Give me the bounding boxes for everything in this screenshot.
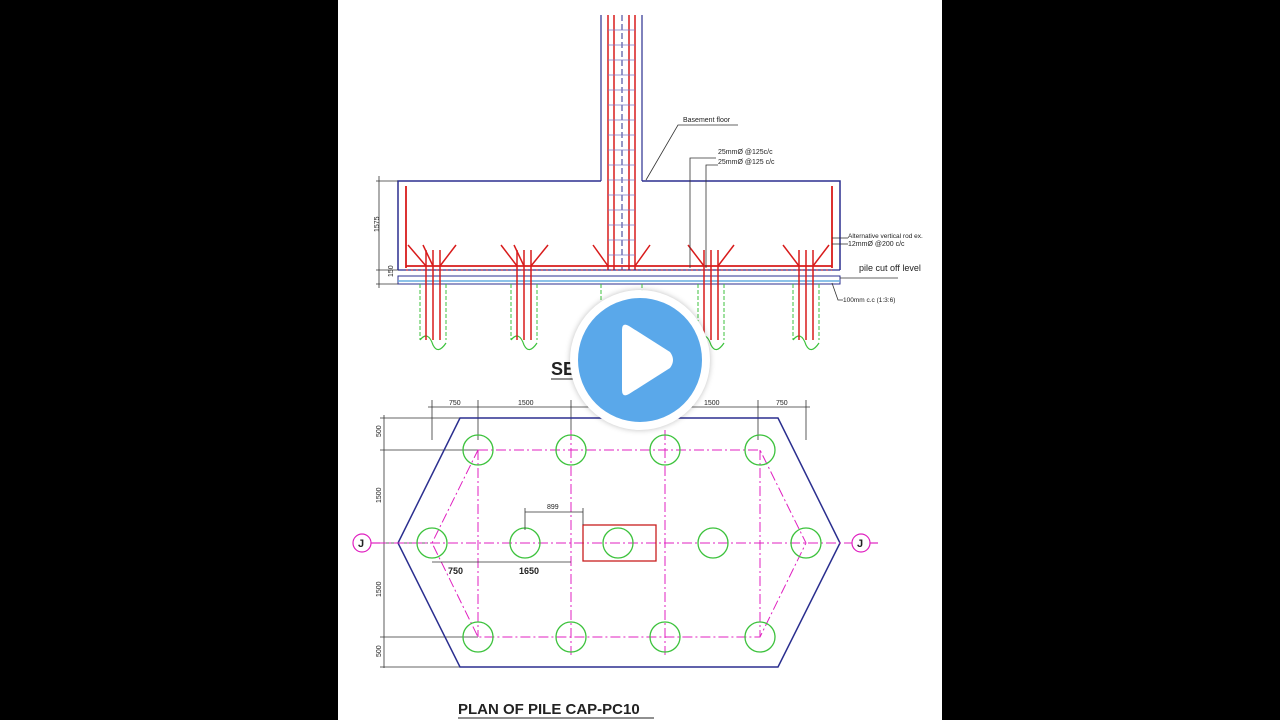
dim-bottom-mid: 1650 bbox=[519, 566, 539, 576]
dim-top-3: 1500 bbox=[704, 400, 720, 407]
pile-section-1 bbox=[407, 244, 457, 351]
dim-base: 150 bbox=[388, 265, 395, 277]
label-alt-vertical: Alternative vertical rod ex. bbox=[848, 233, 923, 240]
label-rebar-top-2: 25mmØ @125 c/c bbox=[718, 159, 775, 166]
dim-top-2: 1500 bbox=[518, 400, 534, 407]
section-marker-left bbox=[352, 533, 380, 553]
pile-section-2 bbox=[500, 244, 549, 351]
pile-section-3 bbox=[592, 244, 651, 300]
label-rebar-side: 12mmØ @200 c/c bbox=[848, 241, 905, 248]
dim-top-4: 750 bbox=[776, 400, 788, 407]
dim-left-1: 500 bbox=[376, 425, 383, 437]
section-marker-right-label: J bbox=[857, 538, 863, 550]
dim-depth: 1575 bbox=[374, 216, 381, 232]
column-plan bbox=[582, 524, 657, 562]
dim-left-2: 1500 bbox=[376, 487, 383, 503]
dim-offset-line bbox=[524, 508, 584, 530]
dim-offset: 899 bbox=[547, 504, 559, 511]
section-dimensions bbox=[376, 176, 398, 288]
label-pile-cut-off: pile cut off level bbox=[859, 263, 921, 273]
pile-cap-section bbox=[397, 180, 841, 285]
play-icon bbox=[622, 324, 673, 396]
column-ties bbox=[608, 29, 635, 256]
play-button[interactable] bbox=[570, 290, 710, 430]
leaders bbox=[645, 124, 898, 301]
section-title: SE bbox=[551, 359, 575, 379]
dim-top-1: 750 bbox=[449, 400, 461, 407]
label-basement-floor: Basement floor bbox=[683, 117, 731, 124]
dim-bottom-left: 750 bbox=[448, 566, 463, 576]
cad-drawing: 1575 150 Basement floor 25mmØ @125c/c 25… bbox=[352, 15, 923, 719]
plan-title: PLAN OF PILE CAP-PC10 bbox=[458, 701, 640, 718]
section-marker-right bbox=[851, 533, 878, 553]
section-marker-left-label: J bbox=[358, 538, 364, 550]
drawing-sheet: 1575 150 Basement floor 25mmØ @125c/c 25… bbox=[338, 0, 942, 720]
dim-left-3: 1500 bbox=[376, 581, 383, 597]
piles-plan bbox=[416, 434, 822, 653]
pile-section-4 bbox=[687, 244, 735, 351]
pile-section-5 bbox=[782, 244, 830, 351]
label-pcc: 100mm c.c (1:3:6) bbox=[843, 297, 895, 304]
label-rebar-top-1: 25mmØ @125c/c bbox=[718, 149, 773, 156]
column bbox=[600, 15, 643, 270]
dim-left-4: 500 bbox=[376, 645, 383, 657]
